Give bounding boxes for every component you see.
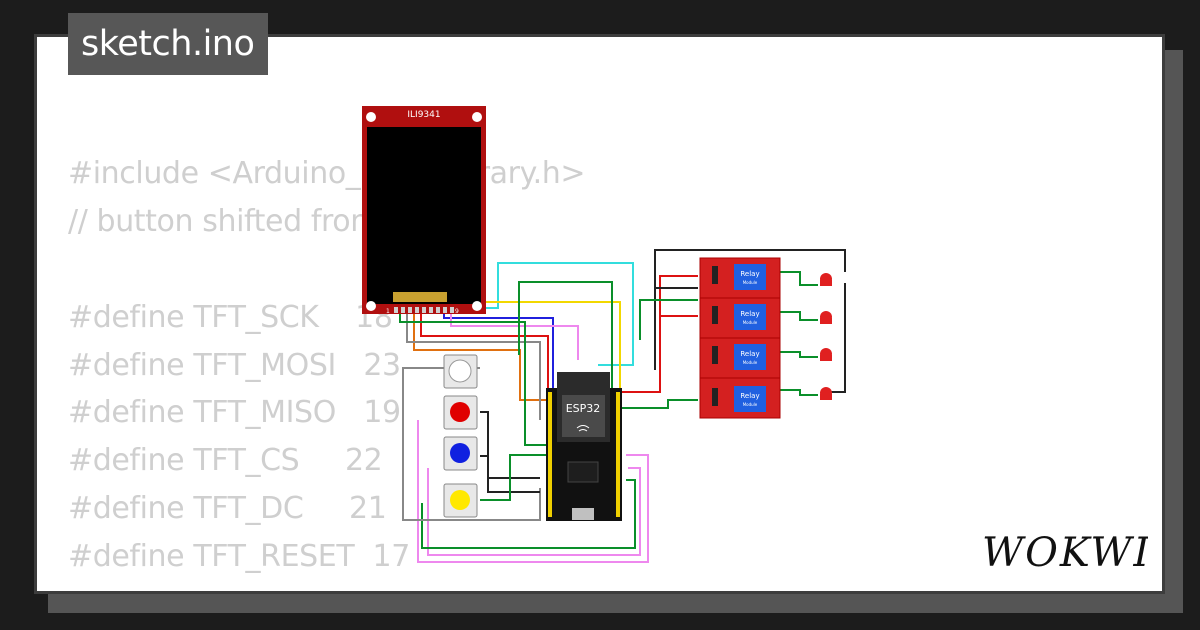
relay-module-3[interactable]: Relay Module: [699, 337, 781, 379]
wire-pink-tft: [450, 310, 579, 360]
wire-orange: [413, 310, 546, 401]
wire-red-tft: [420, 310, 549, 398]
code-line: #define TFT_MISO 19: [68, 395, 401, 431]
wire-black-led: [828, 283, 846, 393]
tft-pin-last: 9: [455, 308, 459, 315]
button-cap: [450, 443, 470, 463]
relay-module-1[interactable]: Relay Module: [699, 257, 781, 299]
wire-black-gnd: [654, 249, 846, 370]
relay-sublabel: Module: [743, 320, 758, 325]
wire-gray-btn: [402, 367, 541, 521]
button-cap: [450, 490, 470, 510]
relay-label: Relay: [740, 392, 759, 400]
wire-green-led1: [778, 271, 818, 286]
relay-block: [734, 344, 766, 370]
led-3[interactable]: [820, 348, 832, 361]
wire-gray-tft: [406, 310, 541, 420]
relay-header: [712, 266, 718, 284]
wires: [399, 249, 846, 563]
mount-hole: [366, 112, 376, 122]
wire-green-relay-bus: [598, 399, 698, 409]
code-line: #define TFT_DC 21: [68, 491, 387, 527]
wire-green-led3: [778, 351, 818, 358]
wire-green-btn2: [480, 454, 546, 501]
push-button-red[interactable]: [443, 395, 478, 430]
code-line: #define TFT_MOSI 23: [68, 347, 401, 383]
esp32-chip: [567, 461, 599, 483]
relay-header: [712, 306, 718, 324]
esp32-label: ESP32: [566, 402, 601, 415]
wire-green-btn: [421, 479, 636, 549]
mount-hole: [472, 112, 482, 122]
wire-black-btn2: [480, 455, 540, 493]
mount-hole: [366, 301, 376, 311]
tft-header-pins: [394, 307, 454, 313]
esp32-header-pins: [548, 392, 620, 517]
mount-hole: [472, 301, 482, 311]
button-cap: [450, 402, 470, 422]
wifi-icon: [576, 425, 590, 432]
tft-label: ILI9341: [407, 110, 440, 120]
wire-black-btn: [480, 411, 540, 479]
code-line: #define TFT_CS 22: [68, 443, 383, 479]
relay-label: Relay: [740, 310, 759, 318]
tft-screen: [367, 127, 481, 304]
led-4[interactable]: [820, 387, 832, 400]
wire-red-vcc: [598, 275, 698, 393]
wire-pink-btn: [417, 420, 649, 563]
relay-sublabel: Module: [743, 402, 758, 407]
code-line: #define TFT_RESET 17: [68, 539, 410, 575]
wire-cyan: [430, 262, 634, 366]
tft-flex-connector: [393, 292, 447, 302]
tft-display[interactable]: ILI9341 1 9: [362, 106, 486, 315]
code-line: #define TFT_SCK 18: [68, 299, 393, 335]
relay-module-2[interactable]: Relay Module: [699, 297, 781, 339]
wire-green-led2: [778, 311, 818, 321]
file-tab[interactable]: sketch.ino: [68, 13, 269, 75]
push-button-blue[interactable]: [443, 436, 478, 471]
wire-pink-btn2: [427, 467, 641, 556]
led-2[interactable]: [820, 311, 832, 324]
wire-green-led4: [778, 389, 818, 396]
relay-header: [712, 346, 718, 364]
relay-block: [734, 304, 766, 330]
svg-text:WOKWI: WOKWI: [982, 530, 1148, 574]
esp32-board[interactable]: ESP32: [546, 372, 622, 521]
relay-sublabel: Module: [743, 360, 758, 365]
led-1[interactable]: [820, 273, 832, 286]
usb-port: [572, 508, 594, 520]
wire-green-tft: [399, 310, 546, 446]
relay-label: Relay: [740, 270, 759, 278]
relay-sublabel: Module: [743, 280, 758, 285]
relay-label: Relay: [740, 350, 759, 358]
relay-module-4[interactable]: Relay Module: [699, 377, 781, 419]
wokwi-logo: WOKWI: [978, 528, 1149, 578]
button-cap: [448, 359, 472, 383]
wire-green-in: [639, 299, 698, 340]
relay-header: [712, 388, 718, 406]
push-button-white[interactable]: [443, 354, 478, 389]
tft-pin-first: 1: [386, 308, 390, 315]
relay-block: [734, 386, 766, 412]
push-button-yellow[interactable]: [443, 483, 478, 518]
relay-block: [734, 264, 766, 290]
